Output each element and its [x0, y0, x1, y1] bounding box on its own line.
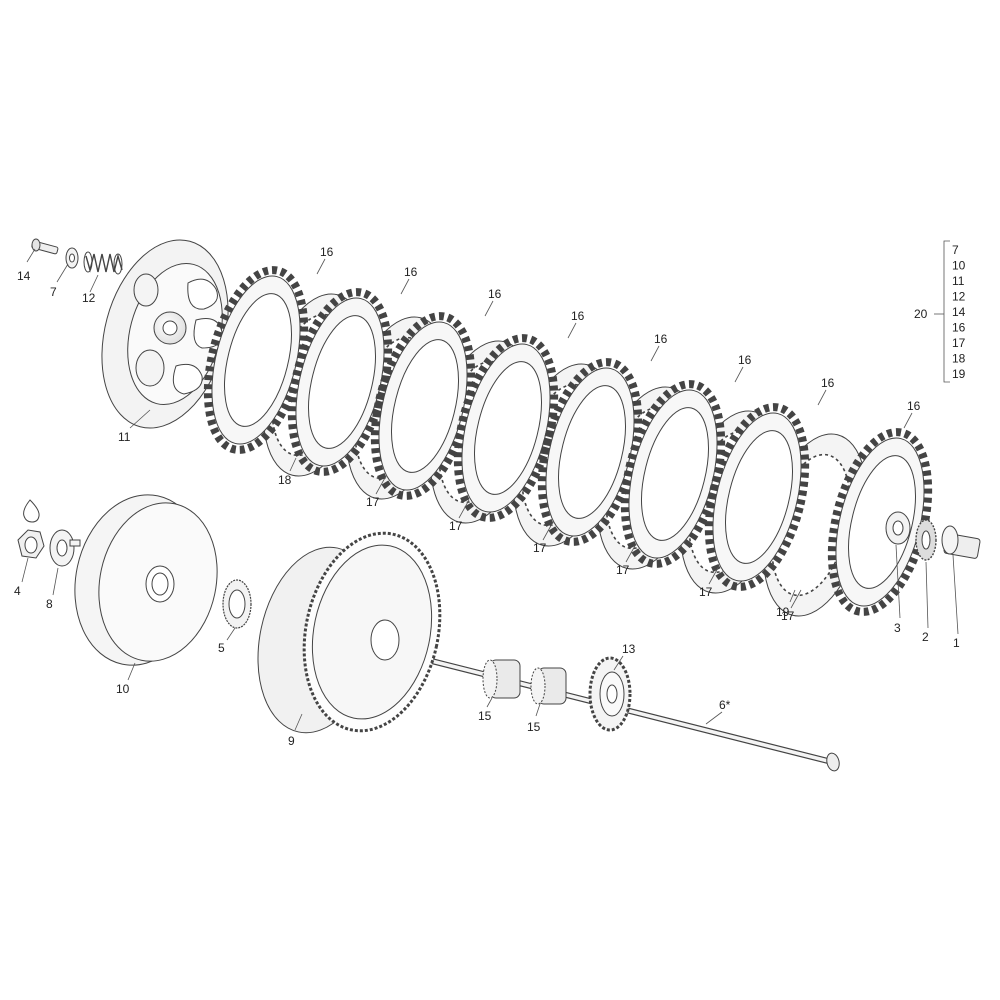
friction-plate: [620, 380, 726, 568]
callout-16: 16: [907, 399, 921, 413]
callout-14: 14: [17, 269, 31, 283]
callout-16: 16: [320, 245, 334, 259]
callout-15-a: 15: [478, 709, 492, 723]
callout-2: 2: [922, 630, 929, 644]
callout-labels: 14 7 12 11 4 8 5 10 9 15 15 13 6* 18 19 …: [14, 269, 960, 748]
clutch-plate-stack: [203, 266, 933, 617]
callout-7: 7: [50, 285, 57, 299]
kit-item: 14: [952, 305, 966, 319]
clutch-basket: [257, 531, 442, 734]
washer: [65, 247, 79, 269]
kit-item: 18: [952, 352, 966, 366]
oil-drop-icon: [23, 499, 40, 523]
callout-16: 16: [738, 353, 752, 367]
pressure-pin: [941, 525, 981, 559]
kit-item: 12: [952, 290, 966, 304]
friction-plate: [827, 428, 933, 616]
callout-8: 8: [46, 597, 53, 611]
callout-5: 5: [218, 641, 225, 655]
callout-16: 16: [571, 309, 585, 323]
callout-17: 17: [781, 609, 795, 623]
callout-18: 18: [278, 473, 292, 487]
friction-plate: [203, 266, 309, 454]
callout-12: 12: [82, 291, 96, 305]
callout-17: 17: [699, 585, 713, 599]
friction-plate: [537, 358, 643, 546]
clutch-nut: [17, 529, 45, 559]
callout-9: 9: [288, 734, 295, 748]
kit-item: 7: [952, 243, 959, 257]
leader-lines: [21, 240, 959, 731]
clutch-spring: [83, 251, 123, 275]
friction-plate: [370, 312, 476, 500]
needle-thrust-bearing: [915, 519, 937, 561]
splined-spacer: [222, 579, 252, 629]
callout-16: 16: [404, 265, 418, 279]
repeat-callout-labels: 16 16 16 16 16 16 16 16 17 17 17 17 17 17: [320, 245, 921, 623]
callout-4: 4: [14, 584, 21, 598]
pressure-plate: [101, 239, 229, 429]
friction-plate: [704, 403, 810, 591]
callout-16: 16: [821, 376, 835, 390]
lock-washer: [49, 529, 81, 567]
friction-plate: [287, 288, 393, 476]
kit-item: 19: [952, 367, 966, 381]
callout-17: 17: [366, 495, 380, 509]
callout-10: 10: [116, 682, 130, 696]
clutch-inner-hub: [74, 494, 218, 666]
callout-17: 17: [533, 541, 547, 555]
callout-13: 13: [622, 642, 636, 656]
thrust-washer: [885, 511, 911, 545]
callout-19: 19: [776, 605, 790, 619]
callout-17: 17: [616, 563, 630, 577]
kit-label: 20: [914, 307, 928, 321]
callout-11: 11: [118, 430, 131, 444]
callout-16: 16: [488, 287, 502, 301]
friction-plate: [453, 334, 559, 522]
needle-bearing-a: [482, 659, 521, 699]
callout-3: 3: [894, 621, 901, 635]
callout-1: 1: [953, 636, 960, 650]
callout-16: 16: [654, 332, 668, 346]
kit-item: 11: [952, 274, 965, 288]
kit-item: 17: [952, 336, 966, 350]
needle-bearing-b: [530, 667, 567, 705]
kit-item: 10: [952, 259, 966, 273]
kit-item: 16: [952, 321, 966, 335]
primary-gear: [588, 656, 632, 732]
callout-15-b: 15: [527, 720, 541, 734]
bolt: [31, 238, 59, 255]
callout-17: 17: [449, 519, 463, 533]
callout-6: 6*: [719, 698, 731, 712]
